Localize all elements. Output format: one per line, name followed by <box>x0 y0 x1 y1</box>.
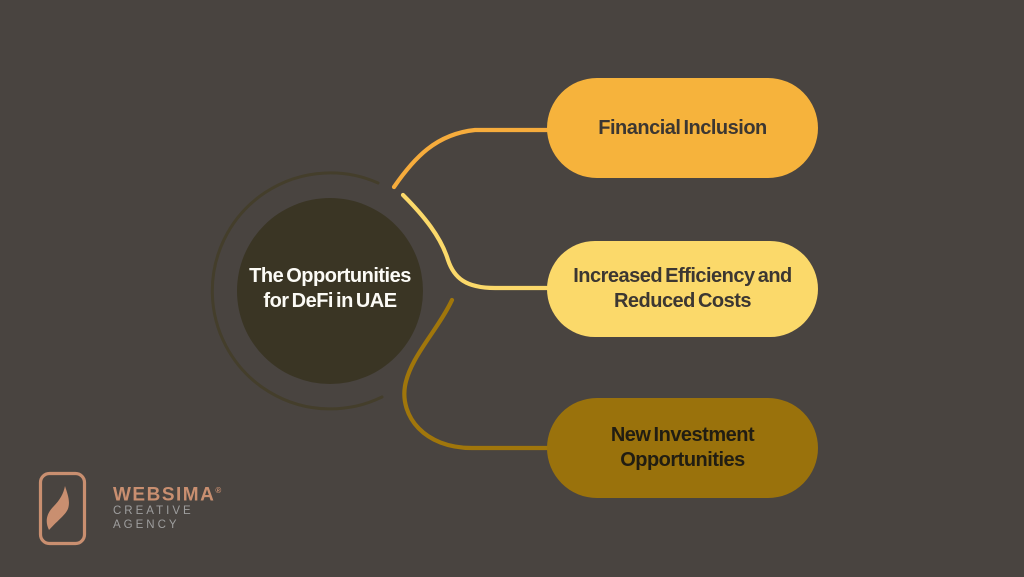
branch-pill-label: Increased Efficiency and Reduced Costs <box>573 265 792 312</box>
center-label-line1: The Opportunities <box>249 265 411 287</box>
branch-pill-label: New Investment Opportunities <box>610 424 755 471</box>
websima-logo-text: WEBSIMA® CREATIVE AGENCY <box>113 471 221 532</box>
brand-subtitle-line2: AGENCY <box>113 518 180 531</box>
registered-mark: ® <box>215 486 222 495</box>
branch-pill-label: Financial Inclusion <box>598 116 767 139</box>
brand-subtitle-line1: CREATIVE <box>113 505 194 518</box>
websima-logo-mark-icon <box>38 471 87 546</box>
center-node-label: The Opportunities for DeFi in UAE <box>195 264 465 314</box>
connector-line-financial-inclusion <box>391 127 552 190</box>
brand-name: WEBSIMA® <box>113 484 222 506</box>
websima-logo: WEBSIMA® CREATIVE AGENCY <box>38 471 221 546</box>
connector-line-new-investment <box>402 297 552 451</box>
center-label-line2: for DeFi in UAE <box>263 290 397 312</box>
branch-pill-increased-efficiency: Increased Efficiency and Reduced Costs <box>547 241 818 337</box>
branch-pill-financial-inclusion: Financial Inclusion <box>547 78 818 178</box>
branch-pill-new-investment: New Investment Opportunities <box>547 398 818 498</box>
websima-swoosh-icon <box>46 486 69 530</box>
